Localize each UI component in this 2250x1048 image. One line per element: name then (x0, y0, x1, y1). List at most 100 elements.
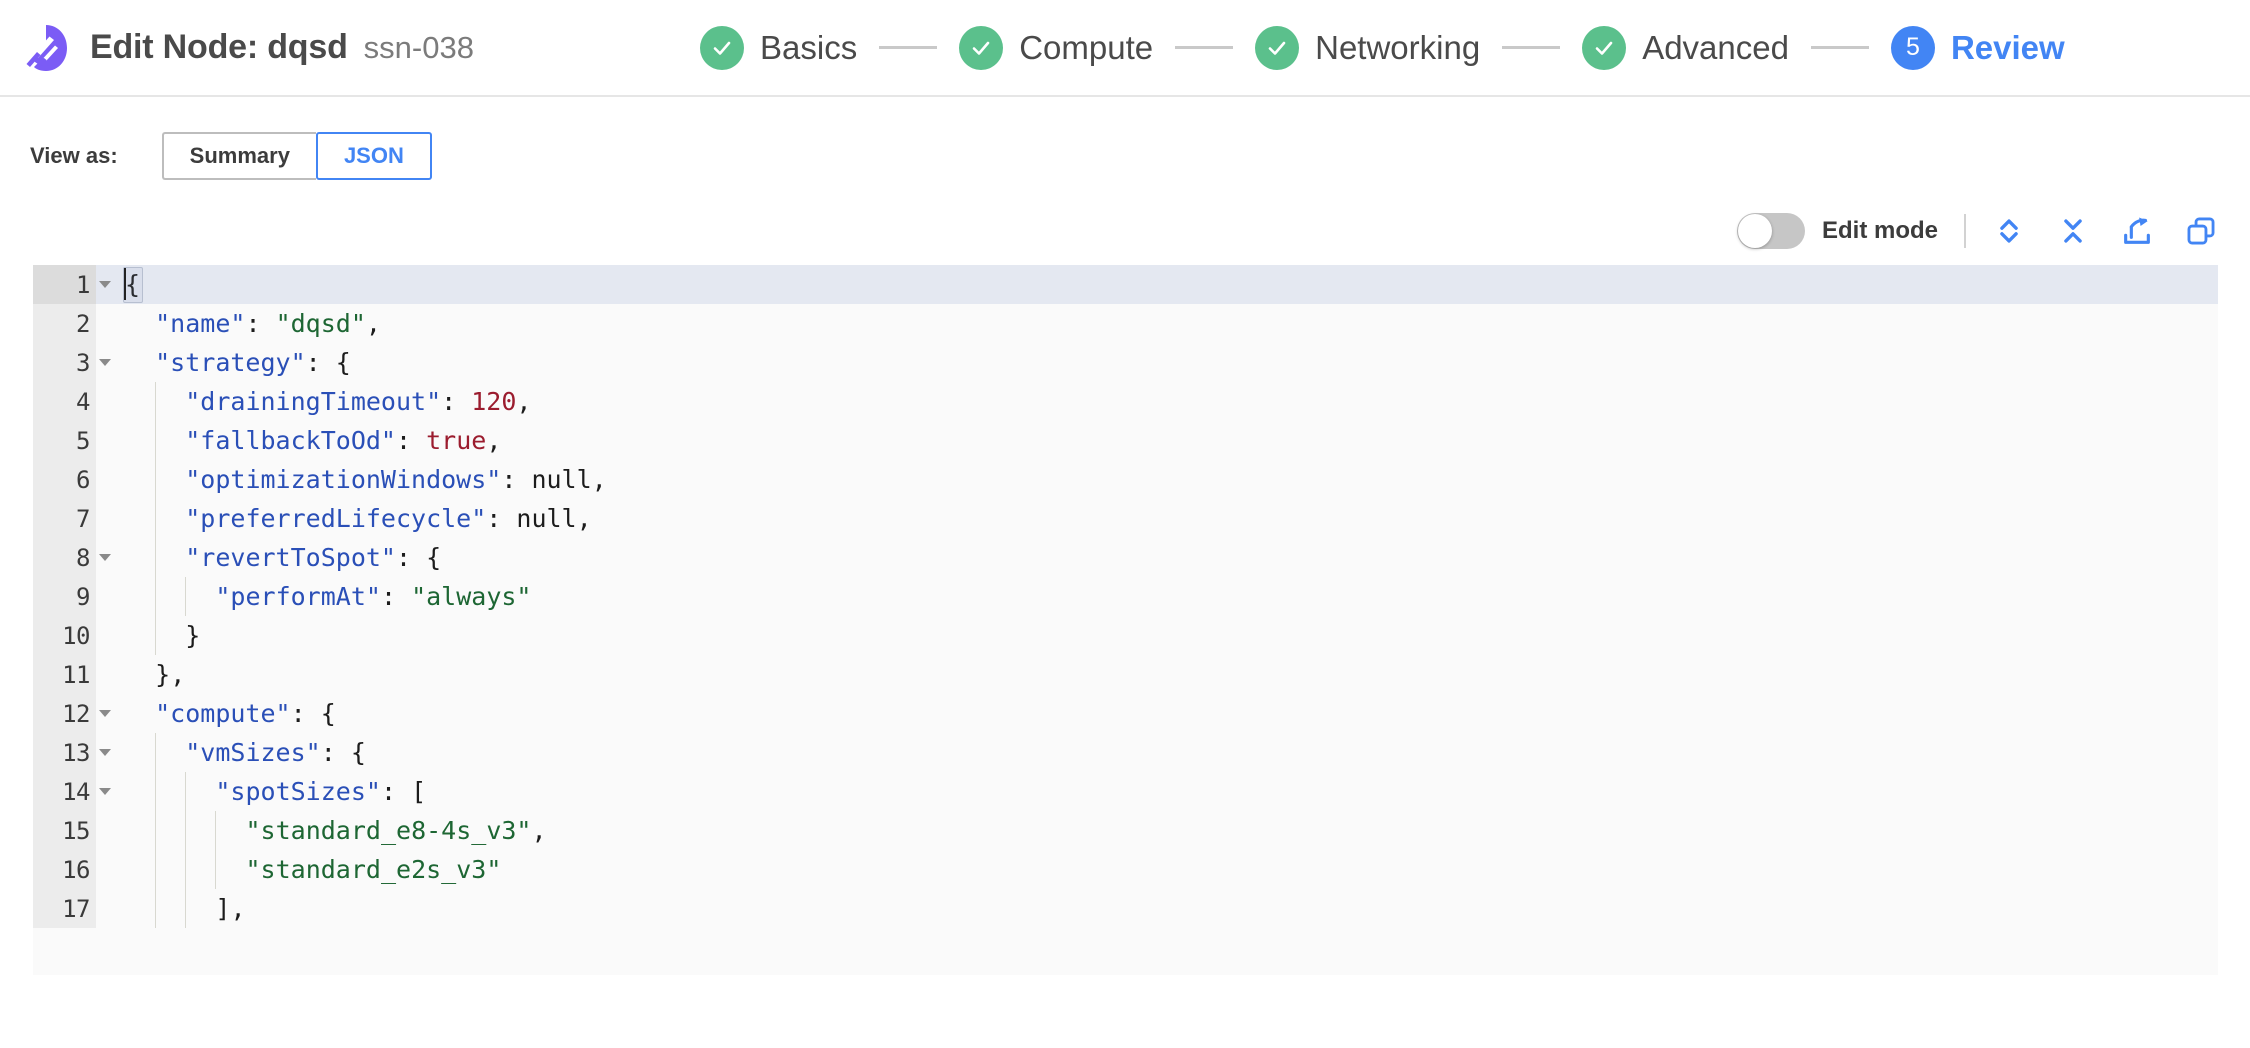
line-number: 6 (76, 465, 90, 494)
chevron-down-icon[interactable] (98, 710, 111, 717)
code-line[interactable]: 13 "vmSizes": { (33, 733, 2218, 772)
page-title-subtitle: ssn-038 (363, 30, 474, 65)
code-line-text: "compute": { (155, 699, 336, 728)
line-number-gutter: 1 (33, 265, 96, 304)
indent-guide (155, 850, 157, 889)
page-title-main: Edit Node: dqsd (90, 28, 348, 66)
line-number: 9 (76, 582, 90, 611)
code-line-text: { (113, 265, 2218, 304)
step-compute[interactable]: Compute (959, 25, 1154, 70)
indent-guide (185, 772, 187, 811)
view-as-summary-button[interactable]: Summary (161, 132, 316, 180)
code-line[interactable]: 12 "compute": { (33, 694, 2218, 733)
code-line[interactable]: 15 "standard_e8-4s_v3", (33, 811, 2218, 850)
code-line-text: "performAt": "always" (113, 577, 2218, 616)
line-number-gutter: 9 (33, 577, 96, 616)
edit-mode-toggle[interactable] (1736, 213, 1805, 249)
code-line[interactable]: 17 ], (33, 889, 2218, 928)
code-line[interactable]: 10 } (33, 616, 2218, 655)
indent-guide (155, 382, 157, 421)
step-compute-circle (959, 25, 1004, 70)
line-number: 12 (62, 699, 90, 728)
line-number-gutter: 8 (33, 538, 96, 577)
step-connector-1 (879, 46, 938, 49)
line-number-gutter: 4 (33, 382, 96, 421)
code-line-text: "name": "dqsd", (155, 309, 381, 338)
code-line[interactable]: 9 "performAt": "always" (33, 577, 2218, 616)
line-number-gutter: 17 (33, 889, 96, 928)
step-advanced[interactable]: Advanced (1582, 25, 1789, 70)
code-line[interactable]: 16 "standard_e2s_v3" (33, 850, 2218, 889)
line-number: 4 (76, 387, 90, 416)
code-line-text: "fallbackToOd": true, (113, 421, 2218, 460)
edit-mode-label: Edit mode (1821, 217, 1938, 244)
code-line[interactable]: 14 "spotSizes": [ (33, 772, 2218, 811)
chevron-down-icon[interactable] (98, 359, 111, 366)
fold-toggle-icon[interactable] (96, 749, 113, 756)
indent-guide (155, 577, 157, 616)
step-review[interactable]: 5 Review (1890, 25, 2065, 70)
line-number: 15 (62, 816, 90, 845)
collapse-all-icon[interactable] (2056, 214, 2090, 248)
line-number-gutter: 7 (33, 499, 96, 538)
code-line-text: "spotSizes": [ (113, 772, 2218, 811)
code-line-text: "optimizationWindows": null, (113, 460, 2218, 499)
code-line-text: }, (155, 660, 186, 689)
indent-guide (155, 889, 157, 928)
code-line[interactable]: 8 "revertToSpot": { (33, 538, 2218, 577)
code-line[interactable]: 11 }, (33, 655, 2218, 694)
line-number-gutter: 3 (33, 343, 96, 382)
fold-toggle-icon[interactable] (96, 359, 113, 366)
indent-guide (155, 733, 157, 772)
check-icon (972, 41, 990, 55)
code-line[interactable]: 3 "strategy": { (33, 343, 2218, 382)
fold-toggle-icon[interactable] (96, 281, 113, 288)
step-basics[interactable]: Basics (700, 25, 857, 70)
line-number: 17 (62, 894, 90, 923)
step-networking[interactable]: Networking (1255, 25, 1481, 70)
chevron-down-icon[interactable] (98, 554, 111, 561)
line-number: 3 (76, 348, 90, 377)
code-line-text: } (113, 616, 2218, 655)
indent-guide (185, 577, 187, 616)
indent-guide (185, 889, 187, 928)
step-compute-label: Compute (1019, 28, 1154, 66)
code-line-text: "standard_e8-4s_v3", (113, 811, 2218, 850)
view-as-segmented-control: Summary JSON (161, 132, 432, 180)
view-as-json-button[interactable]: JSON (315, 132, 432, 180)
chevron-down-icon[interactable] (98, 749, 111, 756)
chevron-down-icon[interactable] (98, 281, 111, 288)
line-number: 14 (62, 777, 90, 806)
line-number-gutter: 6 (33, 460, 96, 499)
line-number: 5 (76, 426, 90, 455)
step-networking-circle (1255, 25, 1300, 70)
line-number: 1 (76, 270, 90, 299)
code-line[interactable]: 5 "fallbackToOd": true, (33, 421, 2218, 460)
fold-toggle-icon[interactable] (96, 554, 113, 561)
copy-icon[interactable] (2184, 214, 2218, 248)
fold-toggle-icon[interactable] (96, 710, 113, 717)
code-line[interactable]: 6 "optimizationWindows": null, (33, 460, 2218, 499)
spot-logo-icon (26, 24, 67, 71)
chevron-down-icon[interactable] (98, 788, 111, 795)
step-networking-label: Networking (1315, 28, 1481, 66)
step-advanced-circle (1582, 25, 1627, 70)
code-line[interactable]: 4 "drainingTimeout": 120, (33, 382, 2218, 421)
code-line-text: "vmSizes": { (113, 733, 2218, 772)
code-line-text: "strategy": { (155, 348, 351, 377)
fold-toggle-icon[interactable] (96, 788, 113, 795)
view-as-row: View as: Summary JSON (30, 132, 2250, 180)
expand-all-icon[interactable] (1992, 214, 2026, 248)
line-number-gutter: 5 (33, 421, 96, 460)
json-editor[interactable]: 1{2 "name": "dqsd",3 "strategy": {4 "dra… (33, 265, 2218, 975)
code-line[interactable]: 2 "name": "dqsd", (33, 304, 2218, 343)
line-number: 2 (76, 309, 90, 338)
step-connector-3 (1502, 46, 1561, 49)
code-line[interactable]: 7 "preferredLifecycle": null, (33, 499, 2218, 538)
indent-guide (155, 772, 157, 811)
code-line[interactable]: 1{ (33, 265, 2218, 304)
export-icon[interactable] (2120, 214, 2154, 248)
step-review-number: 5 (1906, 33, 1920, 61)
indent-guide (155, 811, 157, 850)
step-review-circle: 5 (1890, 25, 1935, 70)
